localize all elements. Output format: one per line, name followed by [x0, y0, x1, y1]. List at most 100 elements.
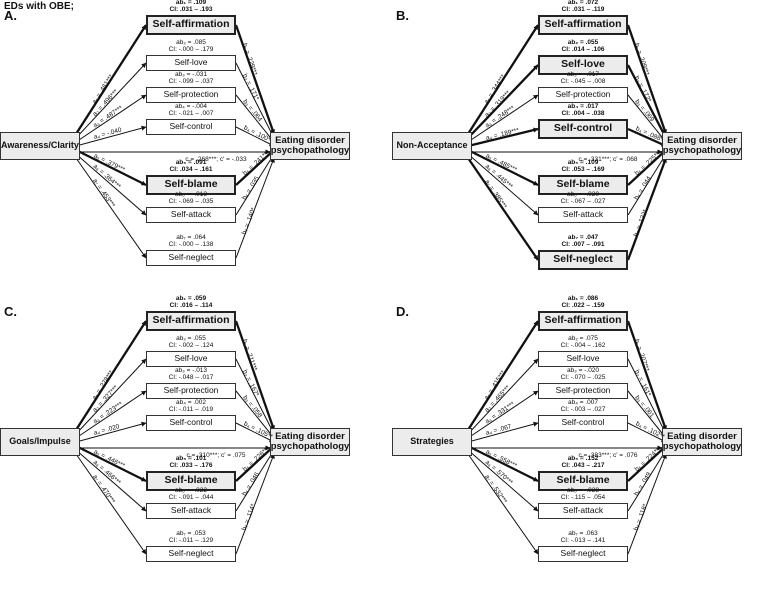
a-path-arrow: [75, 444, 147, 483]
mediator-box: Self-love: [146, 351, 236, 367]
b-path-arrow: [235, 62, 275, 139]
mediator-box: Self-attack: [146, 207, 236, 223]
b-path-arrow: [627, 390, 667, 439]
indirect-effect-value: ab₅ = .091: [175, 159, 207, 166]
b-path-arrow: [235, 358, 275, 435]
confidence-interval: CI: .043 – .217: [561, 462, 605, 470]
total-effect-label: c = .268***; c' = -.033: [185, 156, 247, 163]
mediator-box: Self-affirmation: [146, 311, 236, 331]
mediator-box: Self-neglect: [538, 546, 628, 562]
confidence-interval: CI: -.115 – .054: [560, 494, 606, 502]
a-path-arrow: [467, 358, 539, 435]
b-path-arrow: [626, 64, 668, 139]
confidence-interval: CI: -.067 – .027: [560, 198, 606, 206]
panel-letter: A.: [4, 8, 17, 23]
confidence-interval: CI: .022 – .159: [561, 302, 605, 310]
indirect-effect-value: ab₁ = .086: [567, 295, 599, 302]
b-path-arrow: [235, 149, 275, 186]
panel-letter: C.: [4, 304, 17, 319]
b-path-arrow: [235, 153, 275, 216]
b-path-arrow: [235, 126, 275, 147]
confidence-interval: CI: -.045 – .008: [560, 78, 606, 86]
mediator-box: Self-protection: [538, 383, 628, 399]
indirect-effect-value: ab₃ = -.013: [174, 367, 208, 374]
mediator-box: Self-love: [538, 55, 628, 75]
indirect-effect-value: ab₇ = .064: [176, 234, 206, 241]
b-path-arrow: [627, 149, 667, 186]
b-path-arrow: [626, 157, 668, 261]
b-path-arrow: [235, 390, 275, 439]
indirect-effect-value: ab₅ = .109: [567, 159, 599, 166]
mediator-box: Self-blame: [538, 471, 628, 491]
a-path-arrow: [75, 358, 147, 435]
confidence-interval: CI: -.002 – .124: [168, 342, 214, 350]
indirect-effect-value: ab₂ = .055: [176, 335, 206, 342]
panel-letter: D.: [396, 304, 409, 319]
indirect-effect-value: ab₇ = .063: [568, 530, 598, 537]
a-path-arrow: [75, 62, 147, 139]
b-path-arrow: [234, 320, 276, 431]
indirect-effect-value: ab₄ = -.004: [174, 103, 208, 110]
mediator-box: Self-control: [538, 415, 628, 431]
predictor-box: Goals/Impulse: [0, 428, 80, 456]
mediator-box: Self-affirmation: [146, 15, 236, 35]
indirect-effect-value: ab₅ = .101: [175, 455, 207, 462]
b-path-arrow: [235, 453, 275, 555]
mediator-box: Self-protection: [146, 87, 236, 103]
confidence-interval: CI: -.000 – .138: [168, 241, 214, 249]
b-path-arrow: [627, 422, 667, 443]
outcome-box: Eating disorder psychopathology: [270, 428, 350, 456]
indirect-effect-value: ab₄ = .017: [567, 103, 599, 110]
a-path-arrow: [467, 94, 539, 143]
confidence-interval: CI: -.011 – .019: [168, 406, 214, 414]
indirect-effect-value: ab₄ = .002: [176, 399, 206, 406]
total-effect-label: c = .383***; c' = .076: [578, 452, 638, 459]
indirect-effect-value: ab₄ = .007: [568, 399, 598, 406]
a-path-arrow: [467, 444, 539, 483]
a-path-arrow: [75, 125, 147, 147]
mediator-box: Self-control: [538, 119, 628, 139]
confidence-interval: CI: .033 – .176: [169, 462, 213, 470]
indirect-effect-value: ab₁ = .109: [175, 0, 207, 6]
b-path-arrow: [627, 445, 667, 482]
a-path-arrow: [75, 157, 147, 259]
a-path-arrow: [75, 320, 147, 431]
confidence-interval: CI: -.099 – .037: [168, 78, 214, 86]
indirect-effect-value: ab₇ = .047: [567, 234, 599, 241]
confidence-interval: CI: -.091 – .044: [168, 494, 214, 502]
panel-letter: B.: [396, 8, 409, 23]
b-path-arrow: [627, 127, 667, 148]
a-path-arrow: [467, 24, 539, 135]
path-lines: [75, 24, 276, 259]
mediator-box: Self-control: [146, 119, 236, 135]
b-path-arrow: [235, 449, 275, 512]
mediator-box: Self-protection: [146, 383, 236, 399]
confidence-interval: CI: .007 – .091: [561, 241, 605, 249]
b-path-arrow: [627, 453, 667, 555]
mediator-box: Self-protection: [538, 87, 628, 103]
a-path-arrow: [75, 24, 147, 135]
indirect-effect-value: ab₃ = -.017: [566, 71, 600, 78]
mediator-box: Self-blame: [538, 175, 628, 195]
path-lines: [467, 320, 668, 555]
a-path-arrow: [75, 453, 147, 555]
mediator-box: Self-love: [146, 55, 236, 71]
predictor-box: Non-Acceptance: [392, 132, 472, 160]
